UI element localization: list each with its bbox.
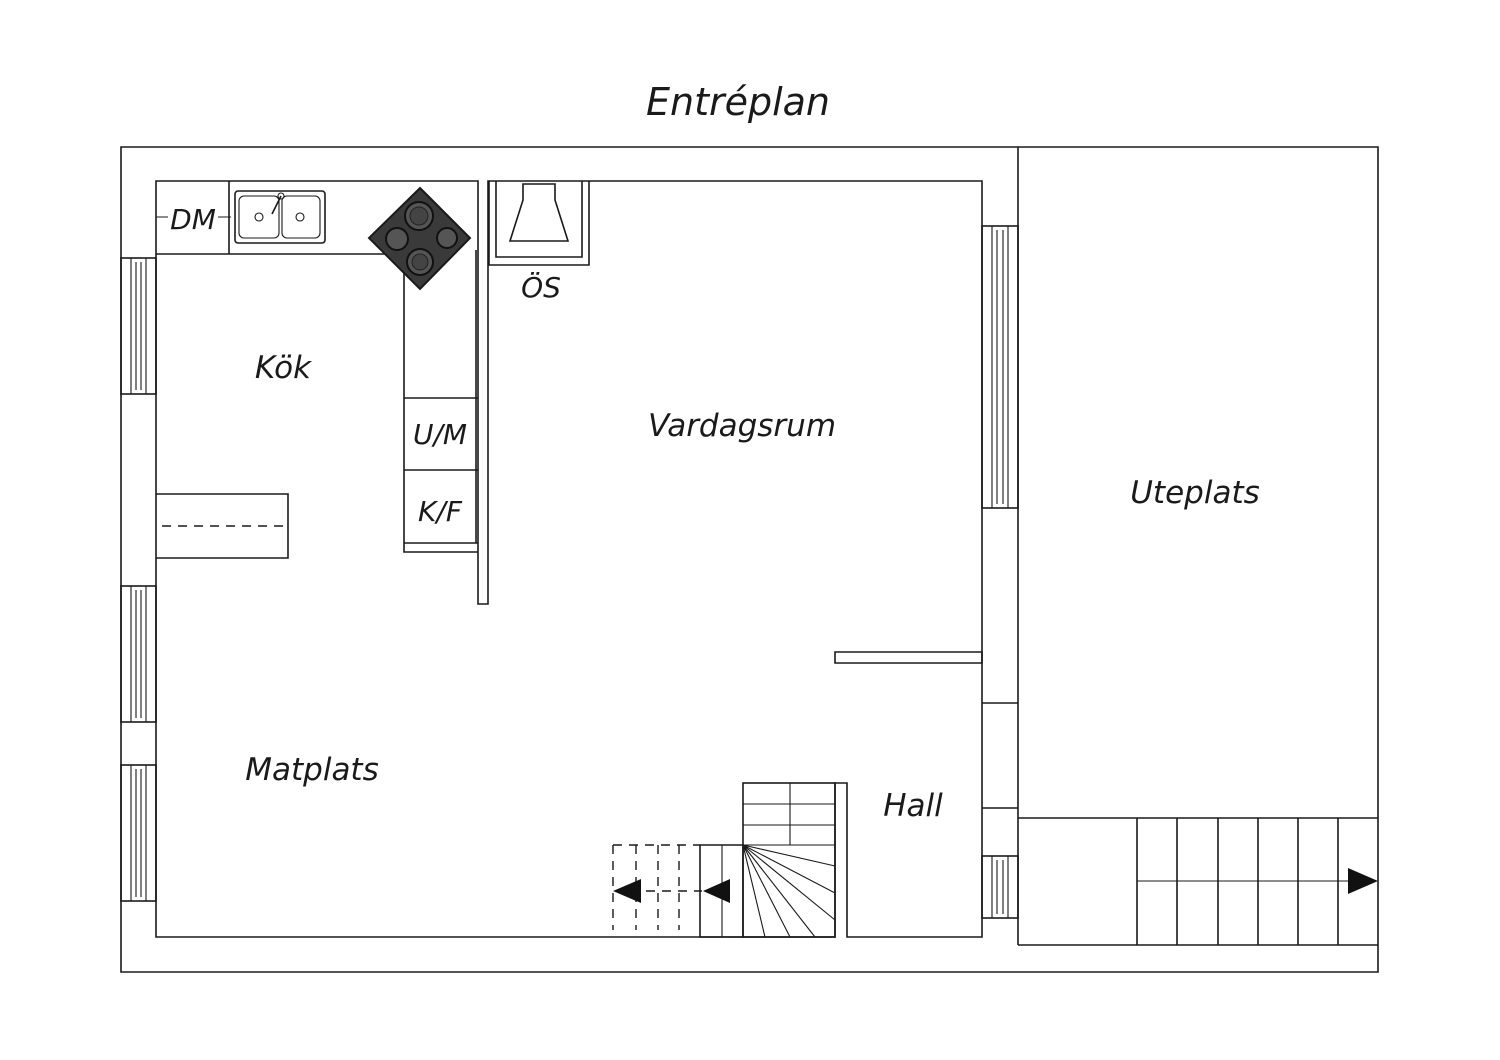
patio-steps [1136,818,1378,945]
room-label-living-room: Vardagsrum [648,408,836,444]
room-label-hall: Hall [883,788,943,824]
room-label-patio: Uteplats [1130,475,1260,511]
window-kitchen-west [120,257,157,395]
window-dining-west-2 [120,764,157,902]
interior-walls [156,493,983,664]
room-label-dining: Matplats [245,752,379,788]
window-dining-west-1 [120,585,157,723]
window-living-east [981,225,1019,509]
patio-arrow-icon [1348,868,1378,894]
plan-title: Entréplan [646,80,830,124]
sink-icon [234,190,326,244]
fireplace-label: ÖS [521,270,561,304]
fridge-freezer-label: K/F [418,495,463,528]
windows [120,225,1019,919]
fireplace-icon [488,181,590,266]
room-label-kitchen: Kök [255,350,312,386]
stove-icon [367,186,472,291]
stair-arrow-icon [613,879,641,903]
stair-arrow-icon [703,879,730,903]
window-hall-east [981,855,1019,919]
dishwasher-label: DM [170,203,216,236]
oven-microwave-label: U/M [413,418,467,451]
staircase [612,782,836,938]
